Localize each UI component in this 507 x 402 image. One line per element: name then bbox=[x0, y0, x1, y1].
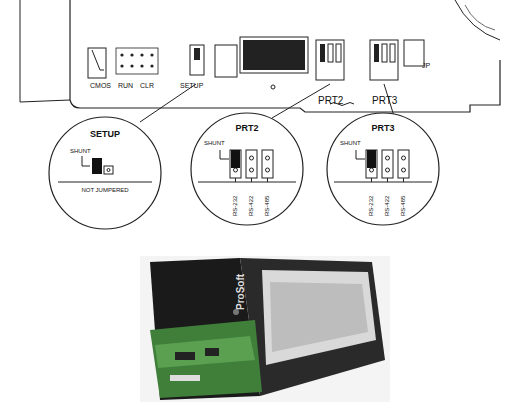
callout-text: RS-422 bbox=[384, 196, 390, 216]
callout-circle: PRT3SHUNT RS-232 RS-422 RS-485 bbox=[326, 112, 440, 226]
callout-text: SHUNT bbox=[70, 148, 91, 154]
brand-label: ProSoft bbox=[236, 274, 246, 310]
callout-text: RS-485 bbox=[264, 196, 270, 216]
board-label: PRT3 bbox=[372, 96, 397, 106]
board-label: SETUP bbox=[180, 82, 203, 89]
callout-text: SHUNT bbox=[340, 140, 361, 146]
callout-text: RS-232 bbox=[368, 196, 374, 216]
callout-text: RS-485 bbox=[400, 196, 406, 216]
board-label: RUN bbox=[118, 82, 133, 89]
callout-circle: PRT2SHUNT RS-232 RS-422 RS-485 bbox=[190, 112, 304, 226]
callout-text: RS-232 bbox=[232, 196, 238, 216]
board-label: PRT2 bbox=[318, 96, 343, 106]
board-label: JP bbox=[422, 62, 430, 69]
callout-text: PRT3 bbox=[371, 124, 394, 133]
callout-text: RS-422 bbox=[248, 196, 254, 216]
callout-text: SETUP bbox=[90, 130, 120, 139]
board-label: CMOS bbox=[90, 82, 111, 89]
callout-text: PRT2 bbox=[235, 124, 258, 133]
callout-circle: SETUP SHUNT NOT JUMPERED bbox=[48, 116, 162, 230]
callout-text: SHUNT bbox=[204, 140, 225, 146]
callout-text: NOT JUMPERED bbox=[81, 187, 128, 193]
board-label: CLR bbox=[140, 82, 154, 89]
